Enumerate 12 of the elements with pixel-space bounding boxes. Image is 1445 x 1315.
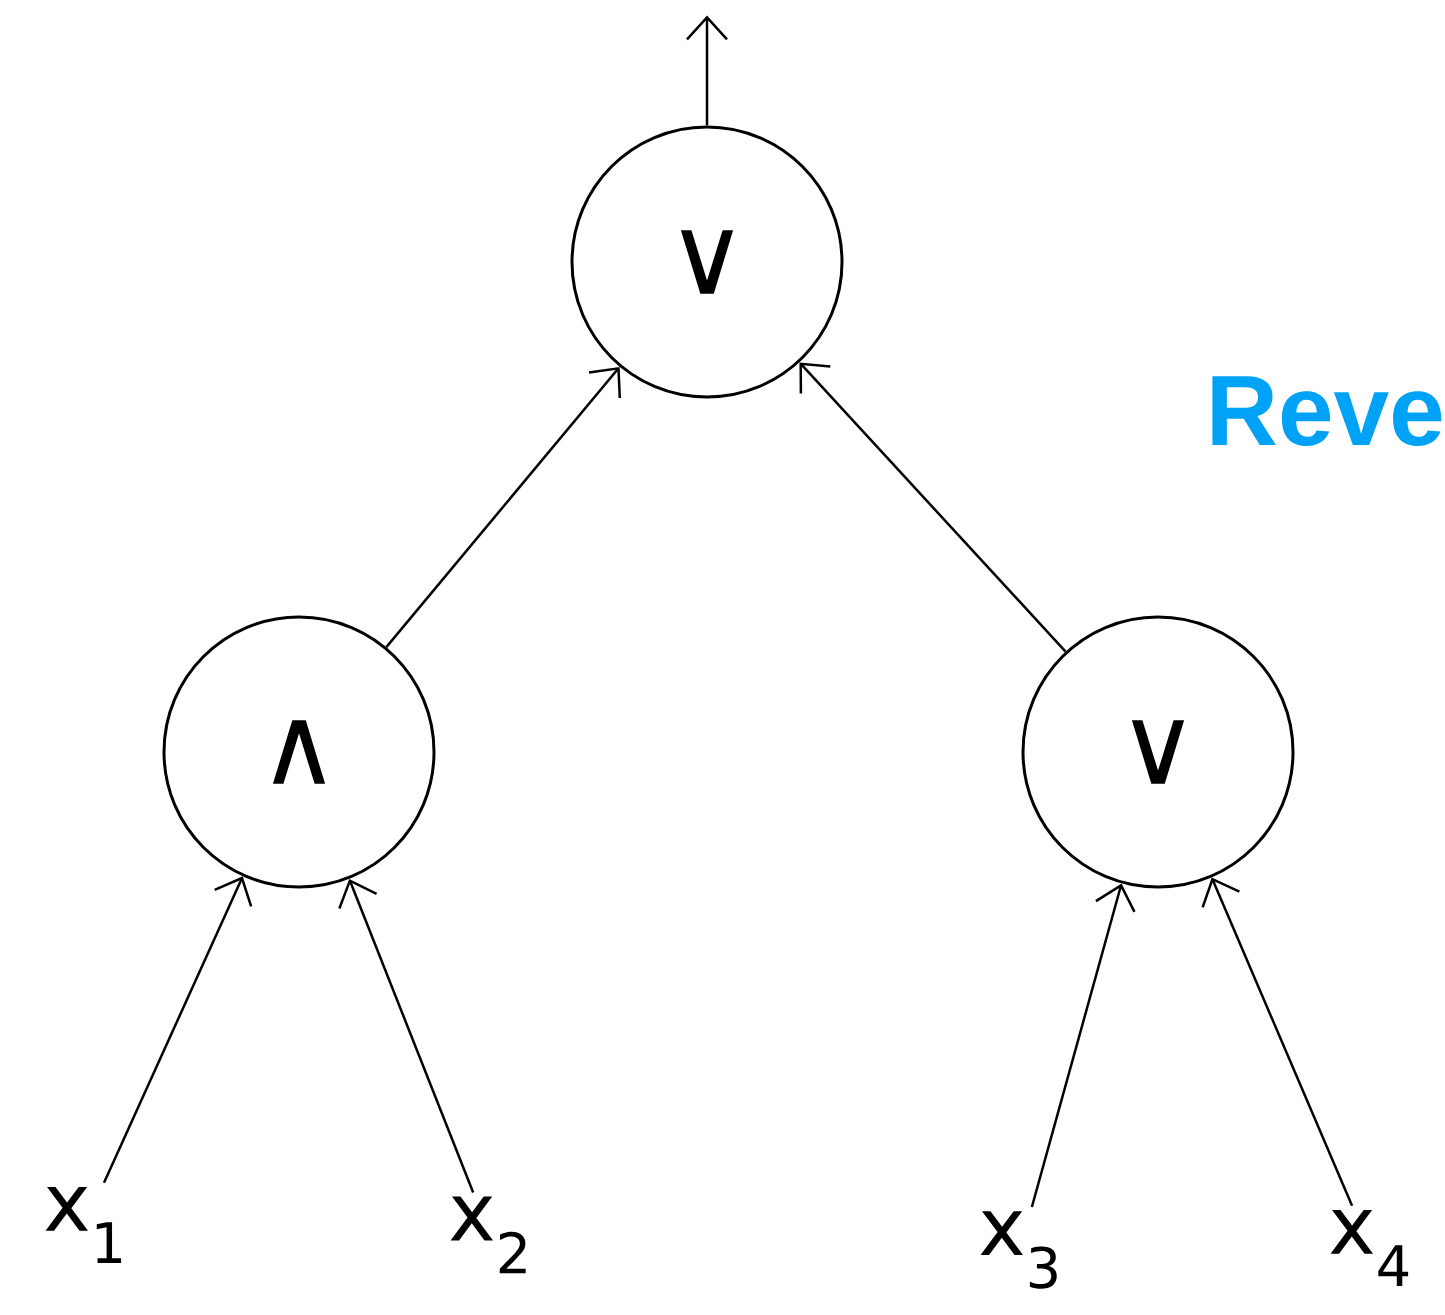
arrow bbox=[385, 366, 621, 648]
arrow bbox=[799, 362, 1067, 653]
arrow bbox=[1201, 877, 1354, 1207]
arrow bbox=[686, 15, 728, 126]
arrow bbox=[1030, 883, 1136, 1208]
variable-label: x$_{3}$ bbox=[980, 1211, 1057, 1289]
heading-text: Reve bbox=[1212, 376, 1442, 446]
arrow bbox=[338, 878, 475, 1193]
arrow bbox=[102, 876, 253, 1184]
variable-label: x$_{2}$ bbox=[450, 1196, 526, 1274]
variable-label: x$_{1}$ bbox=[45, 1187, 122, 1263]
variable-label: x$_{4}$ bbox=[1330, 1210, 1409, 1286]
